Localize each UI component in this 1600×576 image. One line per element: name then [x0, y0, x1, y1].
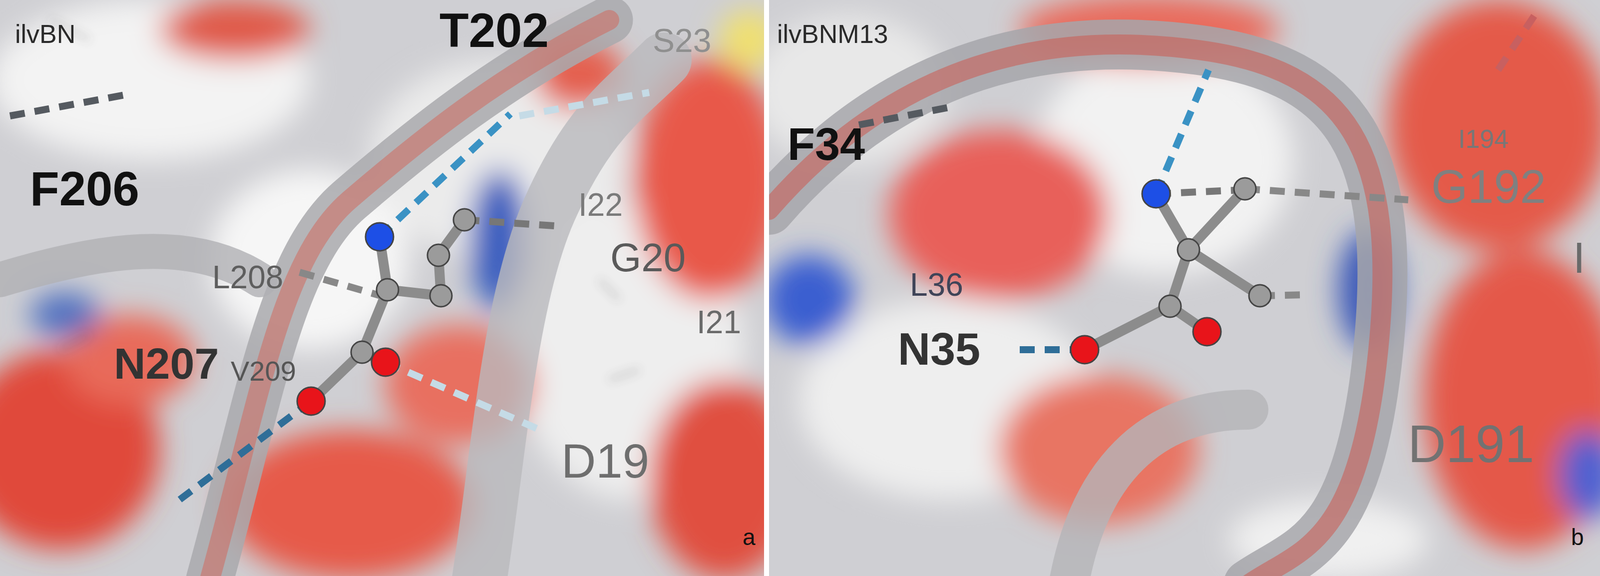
panel-title: ilvBN: [14, 19, 76, 49]
protein-surface-part-part: [1423, 249, 1600, 550]
ligand-molecule-part-part: [351, 341, 374, 364]
residue-label: S23: [652, 22, 712, 59]
protein-surface-part-part: [769, 254, 854, 345]
ligand-molecule-part: [311, 188, 1260, 401]
protein-surface-part-part: [479, 59, 665, 576]
ligand-molecule-part-part: [427, 244, 450, 267]
interaction-lines: [9, 9, 1539, 500]
residue-label: G192: [1431, 160, 1547, 213]
residue-label: T202: [439, 3, 549, 57]
panel-letter: b: [1571, 524, 1585, 550]
ligand-molecule-part-part: [1142, 179, 1171, 208]
protein-surface: [769, 0, 1600, 576]
ligand-molecule-part-part: [1193, 317, 1221, 346]
residue-label: L208: [212, 259, 284, 295]
residue-label: I: [1573, 233, 1586, 283]
protein-surface-part-part: [29, 292, 100, 338]
residue-label: I21: [696, 304, 742, 340]
interaction-lines-part: [1156, 69, 1209, 194]
residue-label: F206: [29, 162, 140, 216]
residue-label: N207: [113, 339, 219, 389]
protein-surface-part-part: [719, 9, 765, 70]
ligand-molecule-part-part: [1233, 177, 1256, 200]
panel-gap: [764, 0, 770, 576]
ligand-molecule-part-part: [1248, 284, 1271, 307]
residue-label: D19: [561, 434, 650, 488]
ligand-molecule-part-part: [1188, 188, 1245, 250]
protein-surface: [0, 0, 765, 576]
protein-surface-part: [769, 44, 1383, 576]
interaction-lines-part: [519, 92, 650, 116]
residue-label: F34: [787, 119, 865, 170]
protein-surface-part-part: [1558, 429, 1600, 520]
ligand-molecule-part-part: [1070, 335, 1099, 364]
ligand-molecule-part-part: [1188, 249, 1260, 296]
interaction-lines-part: [1244, 188, 1409, 200]
residue-label: I194: [1458, 124, 1509, 154]
ligand-molecule: [297, 177, 1271, 415]
residue-label: D191: [1407, 414, 1535, 473]
ligand-molecule-part-part: [371, 348, 400, 377]
residue-label: N35: [897, 324, 981, 375]
interaction-lines-part: [858, 107, 949, 125]
residue-label: L36: [909, 267, 964, 303]
ligand-molecule-part-part: [297, 387, 326, 415]
protein-surface-part-part: [769, 44, 1383, 576]
ligand-molecule-part-part: [1177, 238, 1200, 261]
residue-label: V209: [230, 355, 297, 387]
protein-surface-part-part: [159, 0, 310, 60]
interaction-lines-part: [1498, 9, 1539, 70]
protein-surface-part-part: [1388, 0, 1600, 250]
protein-surface-part: [0, 19, 665, 576]
ligand-molecule-part-part: [365, 222, 394, 251]
panel-title: ilvBNM13: [777, 19, 889, 49]
protein-surface-part: [0, 0, 765, 576]
residue-label: G20: [610, 235, 686, 280]
ligand-molecule-part-part: [376, 278, 399, 301]
protein-surface-part-part: [0, 0, 310, 160]
protein-surface-part-part: [1068, 409, 1249, 576]
ligand-molecule-part-part: [1159, 295, 1182, 318]
ligand-molecule-part-part: [453, 208, 476, 231]
protein-surface-part-part: [649, 379, 765, 576]
interaction-lines-part: [9, 94, 125, 116]
interaction-lines-part: [464, 219, 555, 226]
ligand-molecule-part: [297, 177, 1271, 415]
protein-surface-part-part: [769, 44, 1383, 576]
interaction-lines-part: [179, 400, 312, 500]
interaction-lines-part: [385, 362, 540, 430]
panel-letter: a: [742, 524, 756, 550]
residue-label: I22: [578, 187, 623, 223]
ligand-molecule-part-part: [429, 284, 452, 307]
